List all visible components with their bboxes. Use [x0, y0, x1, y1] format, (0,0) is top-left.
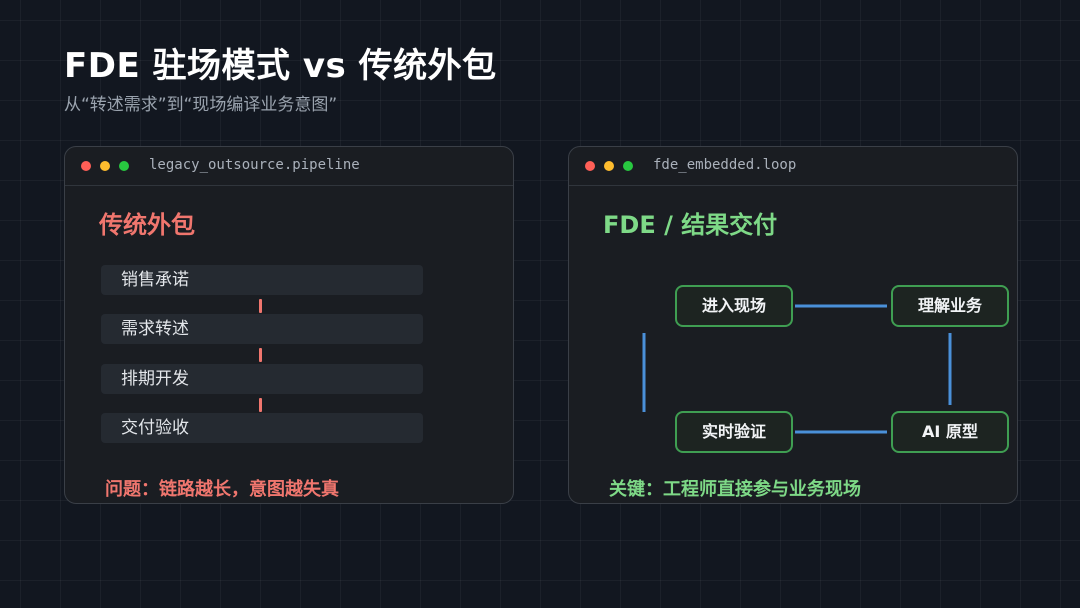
close-dot-icon[interactable] — [81, 161, 91, 171]
maximize-dot-icon[interactable] — [119, 161, 129, 171]
pipeline-connector — [259, 398, 262, 412]
window-filename: legacy_outsource.pipeline — [149, 157, 360, 173]
window-filename: fde_embedded.loop — [653, 157, 797, 173]
loop-node-enter-site: 进入现场 — [675, 285, 793, 327]
pipeline-step: 销售承诺 — [101, 265, 423, 295]
page-subtitle: 从“转述需求”到“现场编译业务意图” — [64, 95, 338, 115]
pipeline-connector — [259, 299, 262, 313]
close-dot-icon[interactable] — [585, 161, 595, 171]
loop-node-ai-prototype: AI 原型 — [891, 411, 1009, 453]
minimize-dot-icon[interactable] — [604, 161, 614, 171]
page-title: FDE 驻场模式 vs 传统外包 — [64, 46, 497, 86]
minimize-dot-icon[interactable] — [100, 161, 110, 171]
maximize-dot-icon[interactable] — [623, 161, 633, 171]
window-titlebar: fde_embedded.loop — [569, 147, 1017, 186]
fde-heading: FDE / 结果交付 — [603, 211, 778, 239]
fde-key-note: 关键：工程师直接参与业务现场 — [609, 479, 861, 500]
window-titlebar: legacy_outsource.pipeline — [65, 147, 513, 186]
pipeline-connector — [259, 348, 262, 362]
loop-node-live-validation: 实时验证 — [675, 411, 793, 453]
pipeline-step: 需求转述 — [101, 314, 423, 344]
legacy-heading: 传统外包 — [99, 211, 195, 239]
loop-edges — [642, 304, 952, 434]
pipeline-step: 排期开发 — [101, 364, 423, 394]
legacy-outsource-window: legacy_outsource.pipeline 传统外包 销售承诺 需求转述… — [64, 146, 514, 504]
loop-node-understand-business: 理解业务 — [891, 285, 1009, 327]
fde-embedded-window: fde_embedded.loop FDE / 结果交付 进入现场 理解业务 A… — [568, 146, 1018, 504]
legacy-problem-note: 问题：链路越长，意图越失真 — [105, 479, 339, 500]
pipeline-step: 交付验收 — [101, 413, 423, 443]
